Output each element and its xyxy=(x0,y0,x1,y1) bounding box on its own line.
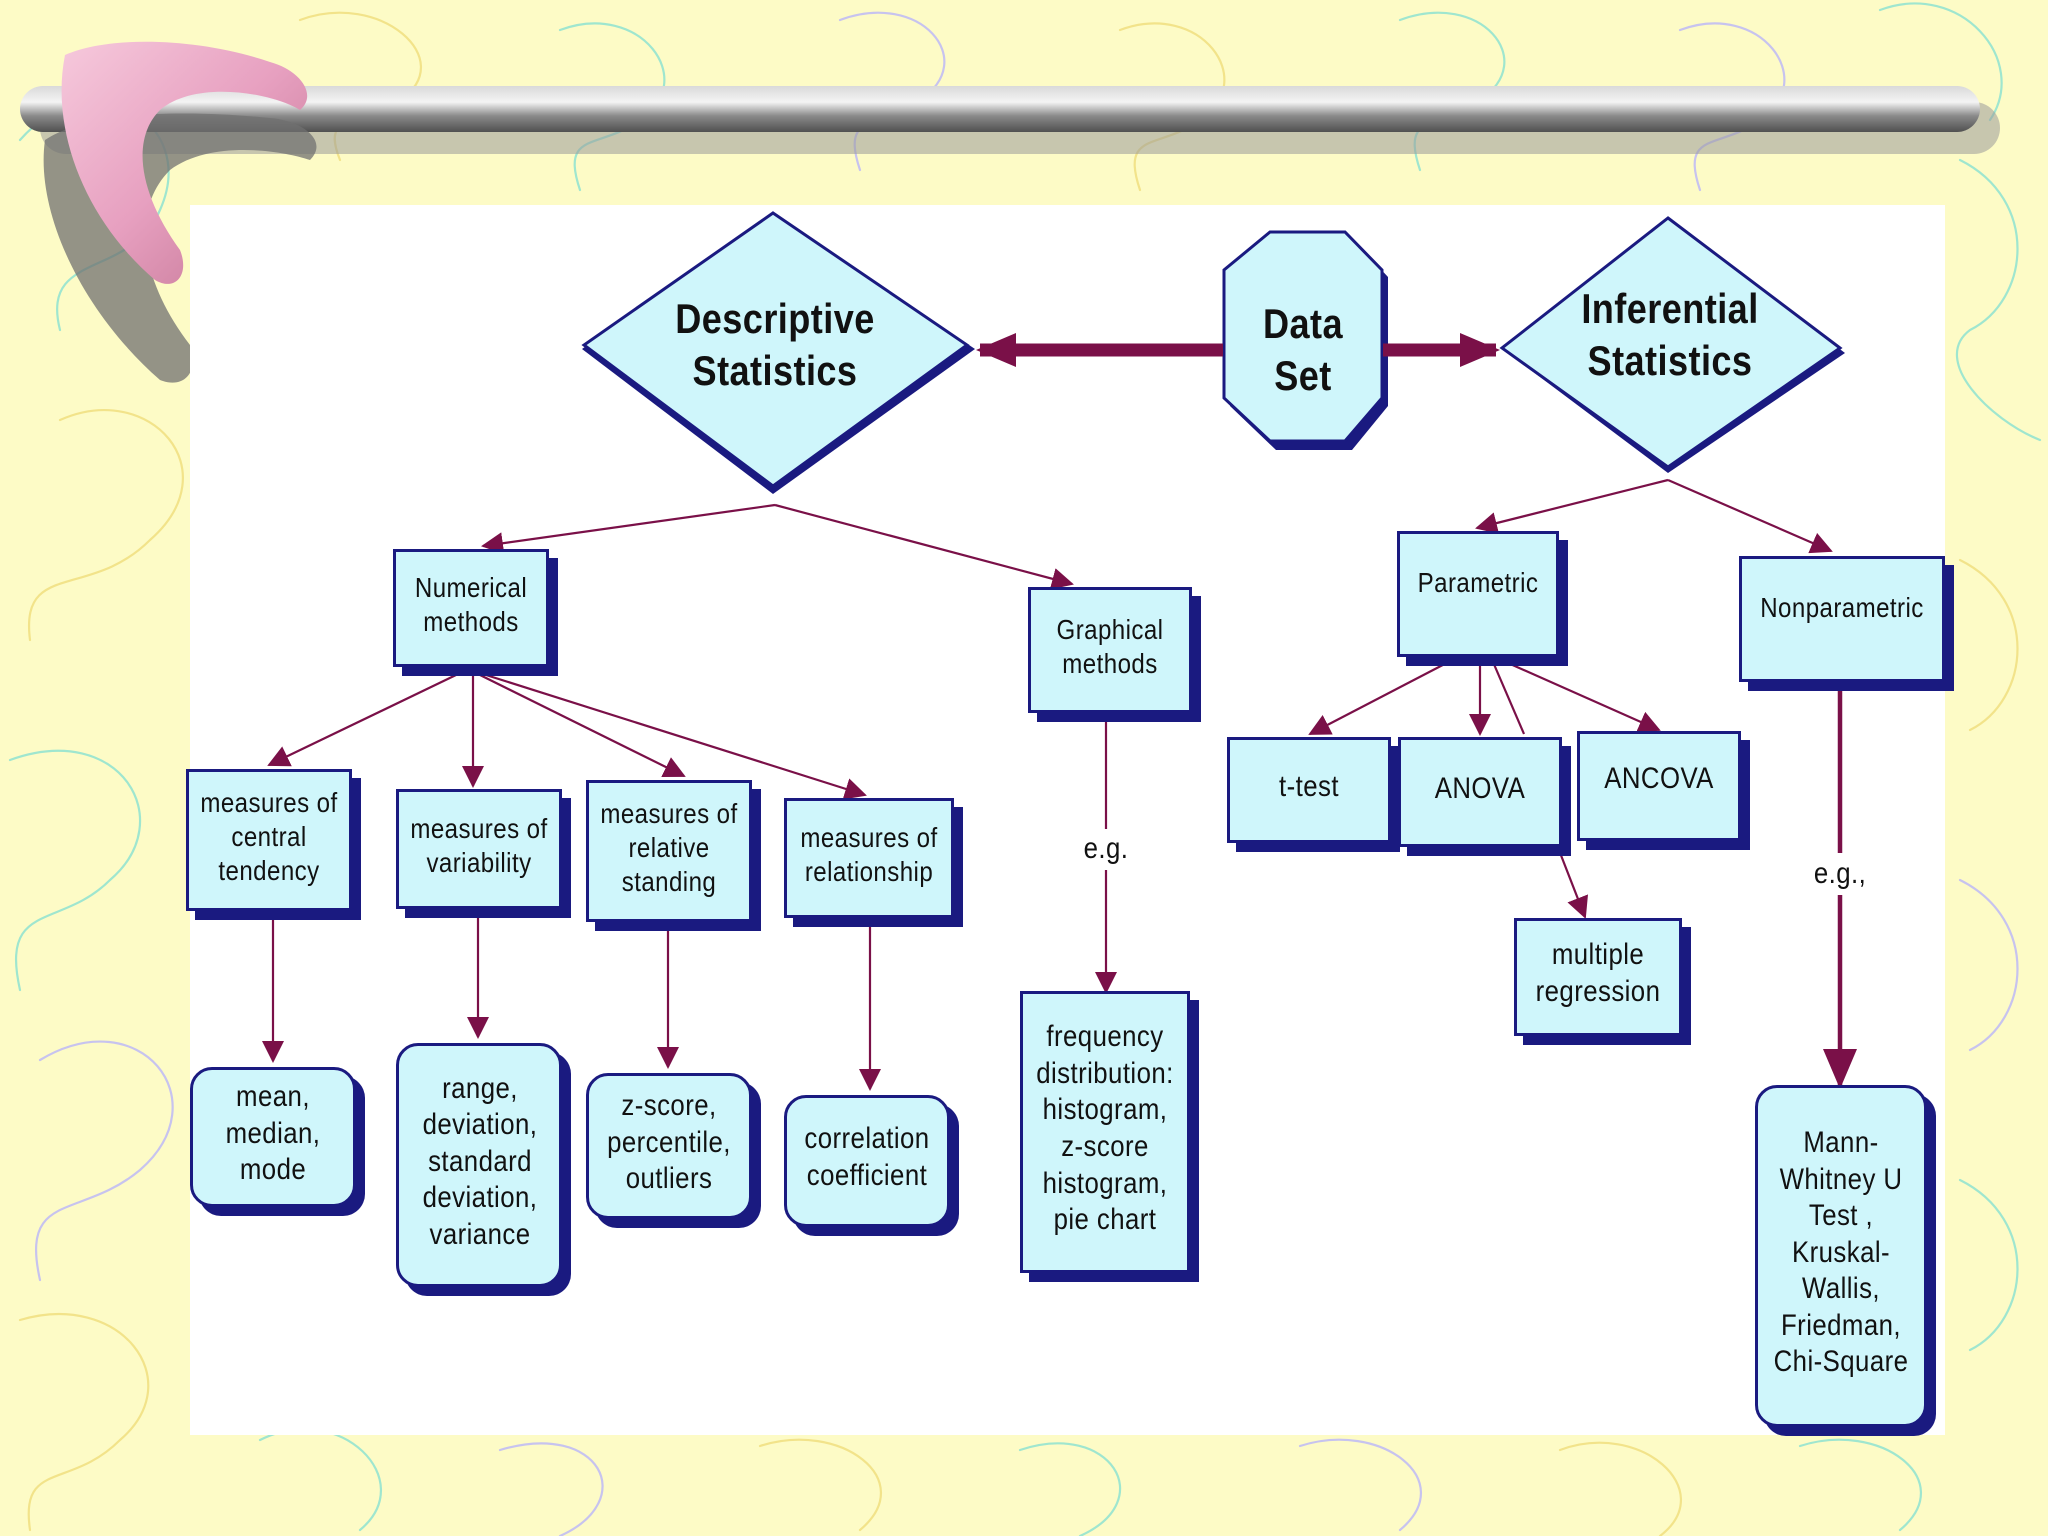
relationship-label: measures of relationship xyxy=(800,821,938,887)
edge-param-multiple xyxy=(1488,654,1526,735)
variability-label: measures of variability xyxy=(410,812,548,878)
edge-param-ttest xyxy=(1308,654,1463,735)
range-deviation-node xyxy=(396,1043,562,1287)
nonparametric-node xyxy=(1739,556,1945,682)
inferential-label: Inferential Statistics xyxy=(1581,284,1759,385)
edge-desc-graphical xyxy=(774,503,1074,590)
frequency-distribution-label: frequency distribution: histogram, z-sco… xyxy=(1036,1020,1174,1237)
nonparametric-tests-label: Mann-Whitney U Test , Kruskal-Wallis, Fr… xyxy=(1773,1125,1909,1379)
range-deviation-label: range, deviation, standard deviation, va… xyxy=(422,1071,538,1251)
correlation-node xyxy=(784,1095,950,1227)
data-set-label: Data Set xyxy=(1262,299,1344,400)
title-bar xyxy=(20,86,1980,132)
edge-inf-parametric xyxy=(1475,478,1669,534)
edge-desc-numerical xyxy=(481,503,776,555)
mean-median-mode-node xyxy=(190,1067,356,1207)
eg-nonparametric-label: e.g., xyxy=(1801,853,1879,895)
zscore-label: z-score, percentile, outliers xyxy=(607,1089,731,1196)
graphical-methods-node xyxy=(1028,587,1192,713)
edge-param-ancova xyxy=(1489,653,1661,732)
relative-standing-label: measures of relative standing xyxy=(600,797,738,898)
frequency-distribution-node xyxy=(1020,991,1190,1273)
edge-num-relative xyxy=(479,674,686,777)
numerical-methods-node xyxy=(393,549,549,667)
parametric-label: Parametric xyxy=(1417,566,1539,598)
descriptive-diamond xyxy=(581,211,975,494)
diagram-graphics xyxy=(262,211,1857,1091)
boomerang-logo xyxy=(61,41,308,284)
variability-node xyxy=(396,789,562,909)
eg-graphical-label: e.g. xyxy=(1071,829,1141,869)
ancova-label: ANCOVA xyxy=(1604,761,1714,795)
graphical-methods-label: Graphical methods xyxy=(1056,613,1164,679)
ancova-node xyxy=(1577,731,1741,841)
anova-label: ANOVA xyxy=(1434,771,1526,805)
t-test-node xyxy=(1227,737,1391,843)
t-test-label: t-test xyxy=(1279,769,1339,803)
edge-anova-multiple xyxy=(1555,844,1589,919)
central-tendency-node xyxy=(186,769,352,911)
multiple-regression-node xyxy=(1514,918,1682,1036)
data-set-octagon xyxy=(1222,230,1388,450)
correlation-label: correlation coefficient xyxy=(804,1122,930,1192)
zscore-node xyxy=(586,1073,752,1219)
central-tendency-label: measures of central tendency xyxy=(200,786,338,887)
multiple-regression-label: multiple regression xyxy=(1535,938,1661,1008)
parametric-node xyxy=(1397,531,1559,657)
edge-inf-nonparametric xyxy=(1667,478,1833,554)
nonparametric-label: Nonparametric xyxy=(1760,591,1924,623)
inferential-diamond xyxy=(1499,216,1845,473)
mean-median-mode-label: mean, median, mode xyxy=(225,1080,321,1187)
anova-node xyxy=(1398,737,1562,847)
relationship-node xyxy=(784,798,954,918)
descriptive-label: Descriptive Statistics xyxy=(675,294,875,395)
edge-num-relationship xyxy=(485,673,867,800)
title-bar-decoration xyxy=(20,41,2000,383)
diagram-panel: Descriptive Statistics Inferential Stati… xyxy=(186,205,1945,1435)
nonparametric-tests-node xyxy=(1755,1085,1927,1427)
relative-standing-node xyxy=(586,780,752,922)
numerical-methods-label: Numerical methods xyxy=(414,571,528,637)
edge-num-central xyxy=(267,674,457,767)
